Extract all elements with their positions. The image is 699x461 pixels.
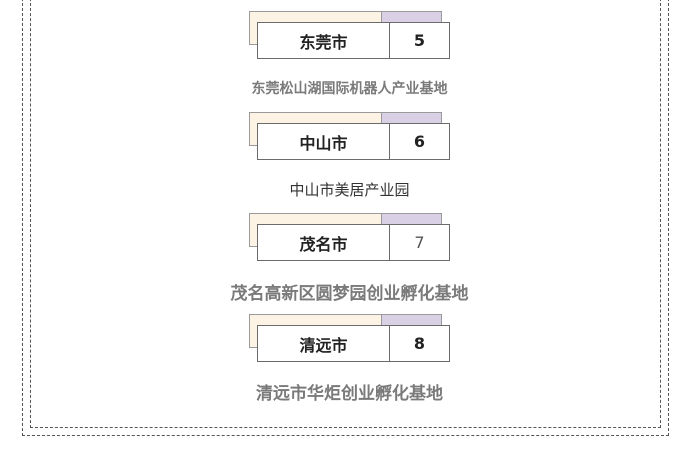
city-card-qingyuan: 清远市 8 bbox=[249, 314, 450, 362]
card-front: 清远市 8 bbox=[257, 325, 450, 362]
card-front: 茂名市 7 bbox=[257, 224, 450, 261]
inner-dashed-border bbox=[30, 0, 661, 428]
city-number: 6 bbox=[413, 132, 426, 151]
city-number: 5 bbox=[413, 31, 426, 50]
city-name: 茂名市 bbox=[258, 225, 390, 260]
city-name: 中山市 bbox=[258, 124, 390, 159]
outer-dashed-border bbox=[22, 0, 669, 436]
card-front: 东莞市 5 bbox=[257, 22, 450, 59]
base-caption: 中山市美居产业园 bbox=[289, 181, 410, 199]
city-card-zhongshan: 中山市 6 bbox=[249, 112, 450, 160]
base-caption: 清远市华炬创业孵化基地 bbox=[256, 384, 443, 404]
city-number: 7 bbox=[414, 233, 425, 252]
city-card-dongguan: 东莞市 5 bbox=[249, 11, 450, 59]
city-name: 东莞市 bbox=[258, 23, 390, 58]
base-caption: 茂名高新区圆梦园创业孵化基地 bbox=[230, 284, 469, 304]
city-name: 清远市 bbox=[258, 326, 390, 361]
card-front: 中山市 6 bbox=[257, 123, 450, 160]
city-number: 8 bbox=[413, 334, 426, 353]
base-caption: 东莞松山湖国际机器人产业基地 bbox=[251, 81, 448, 97]
city-card-maoming: 茂名市 7 bbox=[249, 213, 450, 261]
